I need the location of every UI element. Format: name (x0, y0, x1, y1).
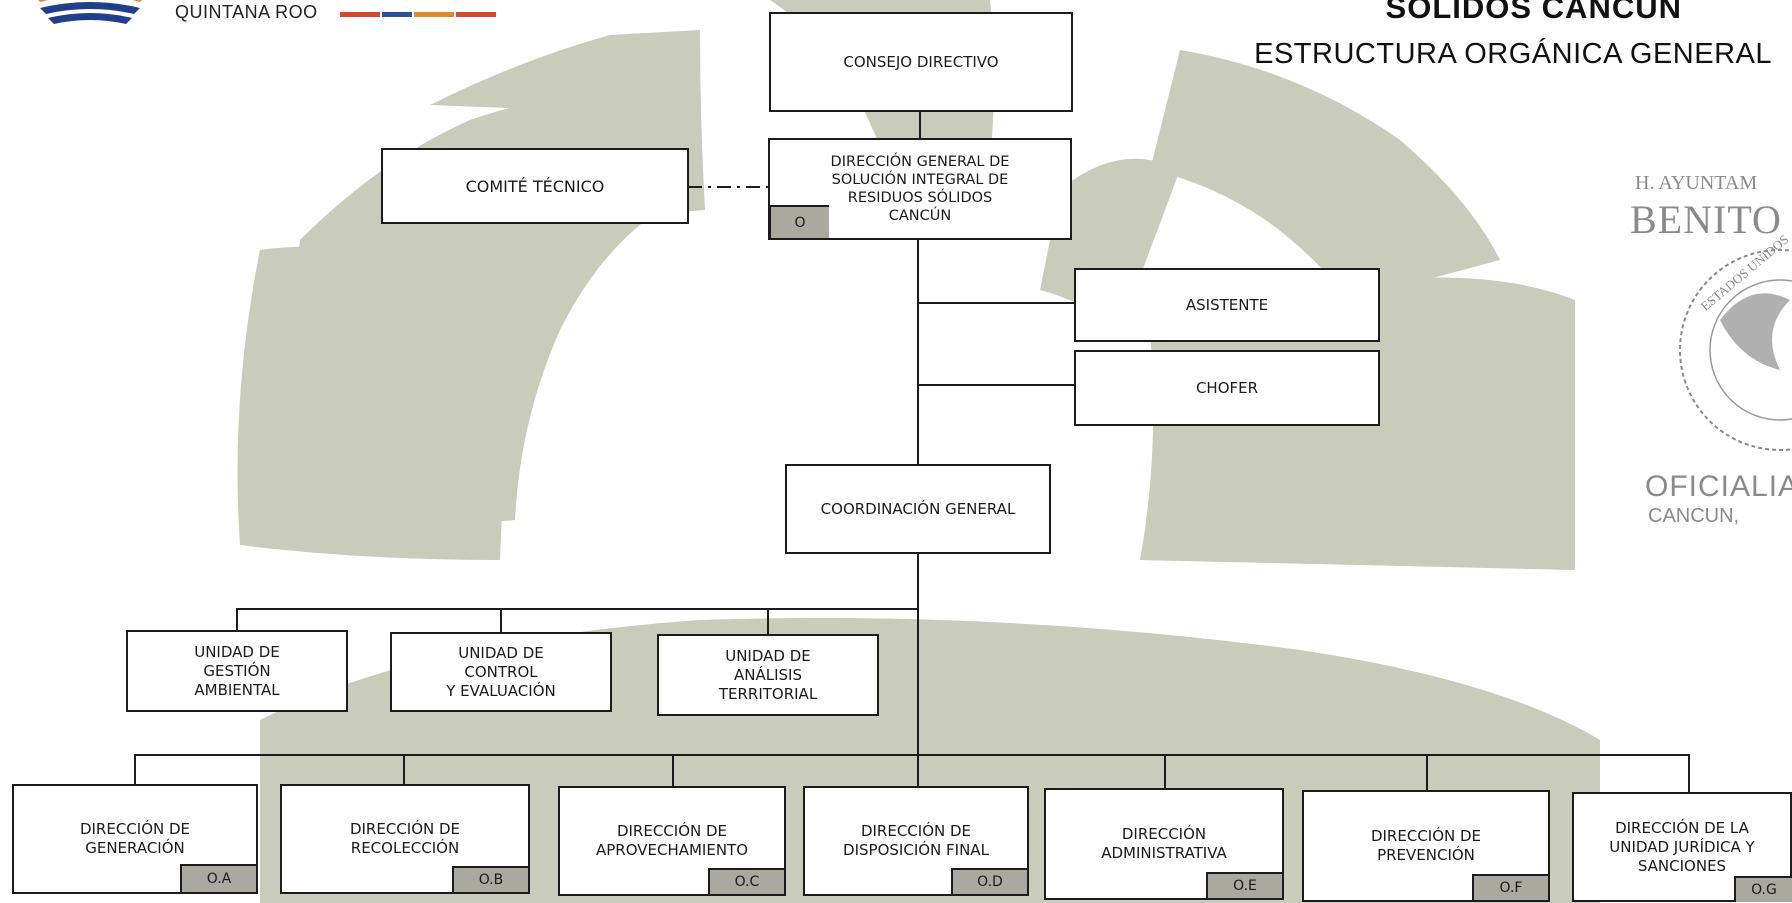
connector-asistente (917, 302, 1075, 304)
connector-dir-f (1426, 756, 1428, 792)
stamp-line-4: CANCUN, (1648, 505, 1740, 527)
box-chofer: CHOFER (1074, 350, 1380, 426)
page-subtitle: ESTRUCTURA ORGÁNICA GENERAL (1254, 38, 1772, 70)
connector-dir-c (672, 754, 674, 788)
connector-unidad-1 (236, 608, 238, 632)
connector-unidad-2 (500, 608, 502, 632)
stamp-line-1: H. AYUNTAM (1635, 172, 1758, 194)
box-coordinacion-general: COORDINACIÓN GENERAL (785, 464, 1051, 554)
box-direccion-administrativa: DIRECCIÓN ADMINISTRATIVA (1044, 788, 1284, 900)
connector-trunk-lower (917, 552, 919, 788)
connector-direcciones-bus (134, 754, 1690, 756)
connector-dir-g (1688, 756, 1690, 794)
logo-color-strip (340, 12, 496, 17)
tag-direccion-general: O (769, 205, 829, 238)
connector-chofer (917, 384, 1075, 386)
tag-direccion-administrativa: O.E (1206, 872, 1282, 898)
connector-dir-e (1164, 756, 1166, 790)
connector-trunk-upper (917, 238, 919, 468)
tag-direccion-unidad-juridica: O.G (1734, 876, 1792, 902)
tag-direccion-prevencion: O.F (1472, 874, 1548, 900)
box-asistente: ASISTENTE (1074, 268, 1380, 342)
stamp-line-3: OFICIALIA (1645, 470, 1792, 503)
connector-unidades-bus (236, 608, 919, 610)
stamp-line-2: BENITO J (1630, 197, 1792, 242)
tag-direccion-generacion: O.A (180, 864, 256, 892)
box-comite-tecnico: COMITÉ TÉCNICO (381, 148, 689, 224)
logo-icon (38, 0, 142, 24)
watermark-ray-right-upper (1150, 50, 1500, 300)
tag-direccion-recoleccion: O.B (452, 866, 528, 892)
tag-direccion-aprovechamiento: O.C (708, 868, 784, 894)
seal-icon (1679, 249, 1792, 451)
connector-unidad-3 (767, 608, 769, 634)
box-unidad-analisis-territorial: UNIDAD DE ANÁLISIS TERRITORIAL (657, 634, 879, 716)
connector-dir-a (134, 754, 136, 786)
connector-comite-dashed (688, 186, 772, 188)
connector-consejo-dg (919, 110, 921, 140)
box-direccion-disposicion-final: DIRECCIÓN DE DISPOSICIÓN FINAL (803, 786, 1029, 896)
box-direccion-aprovechamiento: DIRECCIÓN DE APROVECHAMIENTO (558, 786, 786, 896)
box-consejo-directivo: CONSEJO DIRECTIVO (769, 12, 1073, 112)
watermark-ray-left-low (237, 246, 510, 560)
box-unidad-gestion-ambiental: UNIDAD DE GESTIÓN AMBIENTAL (126, 630, 348, 712)
box-unidad-control-evaluacion: UNIDAD DE CONTROL Y EVALUACIÓN (390, 632, 612, 712)
state-label: QUINTANA ROO (175, 2, 318, 22)
tag-direccion-disposicion-final: O.D (951, 868, 1027, 894)
connector-dir-b (403, 754, 405, 786)
page-title: SÓLIDOS CANCÚN (1385, 0, 1682, 25)
